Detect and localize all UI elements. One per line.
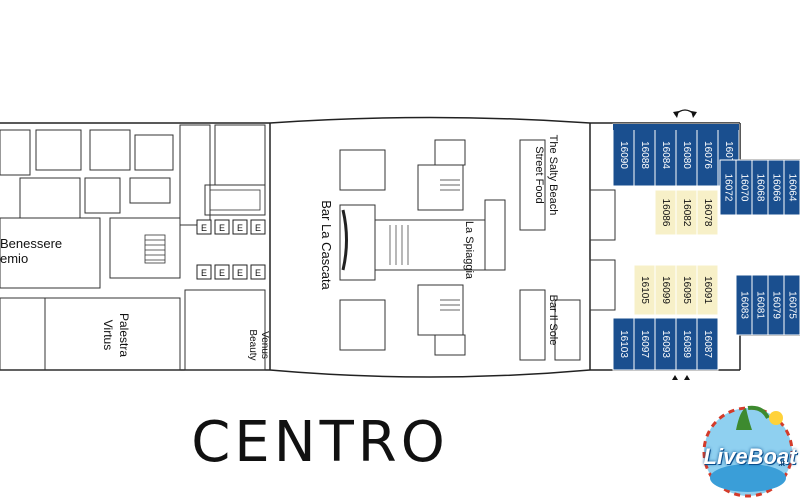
label-bar-il-sole: Bar Il Sole — [547, 295, 559, 346]
cabin-cell — [783, 159, 800, 216]
midship-rooms — [339, 139, 616, 361]
elevator-label: E — [201, 223, 207, 233]
cabin-number: 16086 — [660, 199, 671, 227]
up-arrow-icon — [684, 375, 690, 380]
logo-suffix-text: .it — [778, 458, 786, 468]
cabin-number: 16074 — [723, 141, 734, 169]
cabin-number: 16091 — [702, 276, 713, 304]
cabin-cell — [783, 274, 800, 336]
cabin-number: 16083 — [738, 291, 749, 319]
liveboat-logo — [702, 405, 794, 498]
aft-service-rooms — [0, 124, 266, 371]
label-virtus: Virtus — [101, 320, 115, 350]
cabin-number: 16088 — [639, 141, 650, 169]
label-palestra: Palestra — [117, 313, 131, 357]
cabin-number: 16078 — [702, 199, 713, 227]
logo-brand-text: LiveBoat — [703, 444, 797, 469]
label-bar-la-cascata: Bar La Cascata — [319, 200, 334, 290]
cabin-number: 16093 — [660, 330, 671, 358]
label-benessere: Benessere — [0, 236, 62, 251]
elevator-label: E — [219, 223, 225, 233]
cabin-cell — [696, 317, 719, 371]
aft-elevator-labels: E E E E E E E E — [201, 223, 261, 278]
cabin-number: 16095 — [681, 276, 692, 304]
label-venus: Venus — [259, 331, 270, 359]
elevator-label: E — [255, 268, 261, 278]
cabin-cell — [696, 189, 719, 236]
label-salty-beach: The Salty Beach — [547, 135, 559, 216]
deck-title: CENTRO — [191, 410, 449, 475]
cabin-number: 16070 — [738, 174, 749, 202]
cabin-number: 16068 — [754, 174, 765, 202]
elevator-label: E — [201, 268, 207, 278]
cabin-number: 16079 — [770, 291, 781, 319]
cabin-number: 16076 — [702, 141, 713, 169]
cabin-number: 16080 — [681, 141, 692, 169]
cabin-number: 16072 — [722, 174, 733, 202]
aft-stairs — [144, 189, 261, 264]
cabin-number: 16097 — [639, 330, 650, 358]
cabin-number: 16089 — [681, 330, 692, 358]
cabin-number: 16066 — [770, 174, 781, 202]
midship-stairs — [389, 179, 460, 311]
cabin-blocks: 16090 16088 16084 16080 16076 16074 16086 16082… — [612, 123, 800, 371]
bar-counter — [341, 209, 348, 271]
cabin-number: 16082 — [681, 199, 692, 227]
cabin-number: 16084 — [660, 141, 671, 169]
cabin-number: 16064 — [786, 174, 797, 202]
up-arrow-icon — [672, 375, 678, 380]
arrowhead-icon — [691, 111, 697, 118]
arrowhead-icon — [673, 111, 679, 118]
label-street-food: Street Food — [533, 146, 545, 203]
cabin-number: 16105 — [639, 276, 650, 304]
elevator-label: E — [255, 223, 261, 233]
cabin-number: 16075 — [786, 291, 797, 319]
label-emio: emio — [0, 251, 28, 266]
cabin-number: 16090 — [618, 141, 629, 169]
aft-elevators — [196, 219, 266, 280]
elevator-label: E — [237, 223, 243, 233]
elevator-label: E — [237, 268, 243, 278]
cabin-number: 16087 — [702, 330, 713, 358]
label-la-spiaggia: La Spiaggia — [463, 221, 475, 280]
cabin-corridor-strip — [613, 124, 739, 130]
cabin-number: 16099 — [660, 276, 671, 304]
label-beauty: Beauty — [247, 329, 258, 360]
elevator-label: E — [219, 268, 225, 278]
cabin-cell — [696, 264, 719, 316]
cabin-number: 16103 — [618, 330, 629, 358]
cabin-number: 16081 — [754, 291, 765, 319]
